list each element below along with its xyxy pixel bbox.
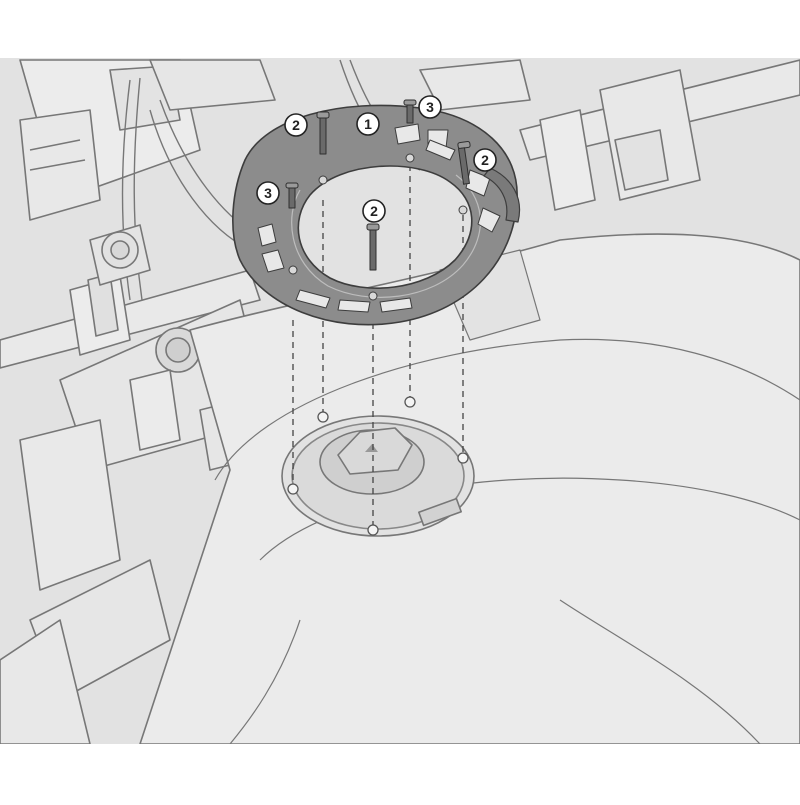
screw-short — [403, 99, 417, 124]
dashboard — [19, 59, 276, 221]
callout-label: 3 — [426, 99, 434, 115]
callout-3: 3 — [256, 181, 280, 205]
filler-cap — [281, 415, 475, 537]
callout-2: 2 — [362, 199, 386, 223]
callout-label: 2 — [481, 152, 489, 168]
bolt-hole — [457, 452, 469, 464]
handlebar-left — [0, 269, 261, 369]
bolt-hole — [317, 411, 329, 423]
screws — [285, 99, 471, 271]
callout-3: 3 — [418, 95, 442, 119]
callout-label: 1 — [364, 116, 372, 132]
bolt-hole — [404, 396, 416, 408]
bolt-hole — [287, 483, 299, 495]
handlebar-right — [419, 59, 800, 211]
bolt-hole — [367, 524, 379, 536]
screw-long — [316, 111, 330, 155]
screw-long — [457, 140, 471, 185]
alignment-lines — [292, 165, 464, 525]
mounting-flange — [232, 104, 521, 326]
callout-1: 1 — [356, 112, 380, 136]
screw-long — [366, 223, 380, 271]
callout-2: 2 — [284, 113, 308, 137]
callouts: 1 2 2 2 3 3 — [256, 95, 497, 223]
cap-bolt-holes — [287, 396, 469, 536]
callout-2: 2 — [473, 148, 497, 172]
callout-label: 2 — [292, 117, 300, 133]
callout-label: 2 — [370, 203, 378, 219]
callout-label: 3 — [264, 185, 272, 201]
screw-short — [285, 182, 299, 209]
